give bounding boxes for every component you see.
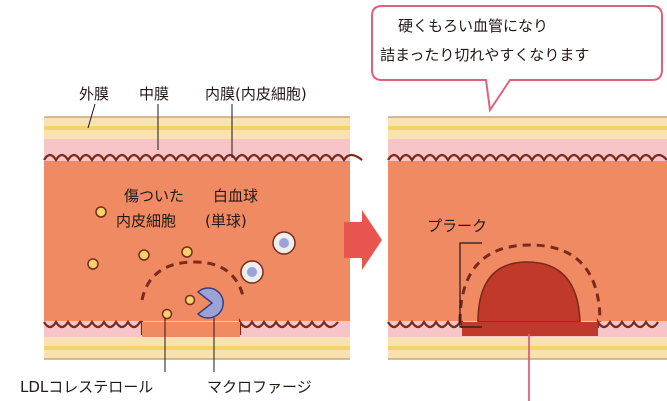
label-white-blood-cell-2: (単球) <box>205 212 247 230</box>
ldl-particle <box>138 249 150 261</box>
label-damaged-endothelium-2: 内皮細胞 <box>116 212 176 230</box>
left-endothelium-bottom-left <box>43 319 144 335</box>
left-dashed-dome <box>140 260 246 301</box>
ldl-particle <box>181 246 193 258</box>
callout-box <box>371 5 663 113</box>
white-blood-cell <box>272 231 296 255</box>
label-media: 中膜 <box>139 85 169 103</box>
right-vessel-panel <box>387 116 667 401</box>
macrophage-shape <box>196 287 224 319</box>
right-endothelium-top <box>387 153 667 163</box>
plaque-dashed-outline <box>458 243 602 323</box>
left-lumen <box>44 161 350 321</box>
ldl-particle <box>184 294 196 306</box>
left-damage-gap <box>142 322 240 337</box>
label-macrophage: マクロファージ <box>207 378 312 396</box>
callout-text-line2: 詰まったり切れやすくなります <box>380 46 589 64</box>
right-endothelium-bottom-right <box>596 318 659 329</box>
left-vessel-panel <box>43 116 363 372</box>
white-blood-cell <box>240 260 264 284</box>
callout-bubble <box>371 5 663 113</box>
transition-arrow <box>344 210 382 270</box>
label-adventitia: 外膜 <box>79 85 109 103</box>
ldl-particle <box>87 258 99 270</box>
ldl-particle <box>161 308 173 320</box>
adventitia-pointer <box>87 103 96 129</box>
label-intima: 内膜(内皮細胞) <box>205 85 307 103</box>
callout-text-line1: 硬くもろい血管になり <box>398 17 548 35</box>
left-endothelium-bottom-right <box>238 318 339 335</box>
label-plaque: プラーク <box>427 217 487 235</box>
ldl-particle <box>95 206 107 218</box>
label-damaged-endothelium-1: 傷ついた <box>124 187 184 205</box>
plaque-base <box>462 322 598 336</box>
label-ldl-cholesterol: LDLコレステロール <box>20 378 153 396</box>
plaque-bracket <box>459 242 482 328</box>
label-white-blood-cell-1: 白血球 <box>213 187 258 205</box>
right-endothelium-bottom-left <box>387 319 464 329</box>
plaque-core <box>477 261 581 323</box>
left-endothelium-top <box>43 153 363 163</box>
